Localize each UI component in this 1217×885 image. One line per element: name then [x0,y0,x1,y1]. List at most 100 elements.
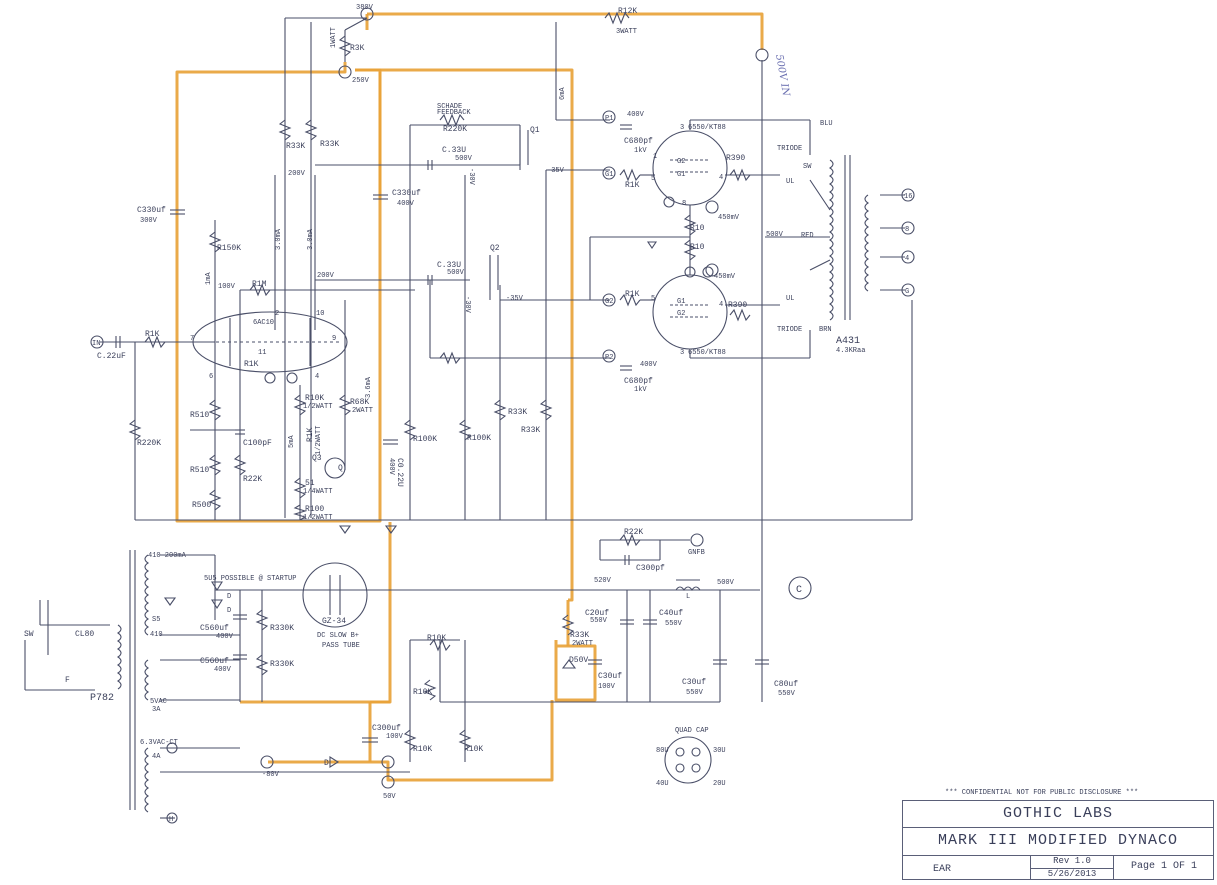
label-xfmr-imp: 4.3KRaa [836,347,865,355]
label-500v-1: 500V [455,155,473,163]
output-transformer-secondary [864,194,869,292]
label-r390-a: R390 [726,154,745,163]
label-neg35-2: -35V [506,295,524,303]
label-pin2: 2 [275,310,279,318]
label-100v: 100V [218,283,236,291]
label-pin4-b: 4 [719,301,723,309]
label-r33k-d: R33K [521,426,540,435]
label-5ma: 5mA [288,435,296,448]
label-c40uf: C40uf [659,609,683,618]
label-r10k-bot-a: R10K [413,745,432,754]
label-ul-b: UL [786,295,794,303]
label-r10-b: R10 [690,243,705,252]
label-pin5-b: 5 [651,295,655,303]
label-pin6: 6 [209,373,213,381]
label-r12k: R12K [618,7,637,16]
label-tube-bot: 6550/KT88 [688,349,726,357]
label-pin3-b: 3 [680,349,684,357]
label-r51-watt: 1/4WATT [303,488,332,496]
label-r33k-2w: R33K [570,631,589,640]
label-in: IN [92,340,100,348]
label-400v-mid: 400V [397,200,415,208]
resistor-symbols [128,11,751,751]
label-neg35-1: -35V [547,167,565,175]
label-c80uf: C80uf [774,680,798,689]
label-r51: 51 [305,479,315,488]
label-400v-p1: 400V [627,111,645,119]
label-pin11: 11 [258,349,266,357]
label-q2: Q2 [490,244,500,253]
zener-50v [561,659,577,669]
label-dc-slow: DC SLOW B+ [317,632,359,640]
label-p2: P2 [605,354,613,362]
label-q40: 40U [656,780,669,788]
label-200v-b: 200V [317,272,335,280]
label-r1m: R1M [252,280,267,289]
label-r150k: R150K [217,244,241,253]
label-g2-bot: G2 [677,310,685,318]
label-550v-a: 550V [590,617,608,625]
label-half-watt-a: 1/2WATT [303,403,332,411]
label-q3: Q3 [312,454,322,463]
label-r220k-top: R220K [443,125,467,134]
output-tube-bottom [652,274,728,350]
label-gz34: GZ-34 [322,617,346,626]
label-out16: 16 [904,193,912,201]
diode-startup-a [211,581,223,592]
label-1ma: 1mA [205,272,213,285]
label-d-c: D [324,759,329,768]
label-r1k-2w: R1K [306,427,315,442]
label-r10k-pot: R10K [427,634,446,643]
label-blu: BLU [820,120,833,128]
capacitor-symbols [115,124,769,743]
tube-6ac10 [192,311,348,373]
handwritten-500v-in: 500V IN [773,54,791,99]
label-red: RED [801,232,814,240]
label-r33k-2w-watt: 2WATT [572,640,593,648]
c-marker-label: C [796,585,802,596]
label-schade: SCHADE [437,103,462,111]
label-g2-top: G2 [677,158,685,166]
label-q1: Q1 [530,126,540,135]
label-r390-b: R390 [728,301,747,310]
confidential-notice: *** CONFIDENTIAL NOT FOR PUBLIC DISCLOSU… [945,789,1139,797]
company-name: GOTHIC LABS [903,801,1213,828]
label-c680-a: C680pf [624,137,653,146]
q3-transistor [324,457,346,479]
label-r3k: R3K [350,44,365,53]
label-r100k-b: R100K [467,434,491,443]
label-r1k-g2: R1K [625,290,640,299]
orange-highlight-path [175,12,764,782]
label-300v-left: 300V [140,217,158,225]
label-c33u-2: C.33U [437,261,461,270]
label-pin5-a: 5 [651,175,655,183]
title-block: GOTHIC LABS MARK III MODIFIED DYNACO EAR… [902,800,1214,880]
label-5vac: 5VAC [150,698,167,706]
label-r330k-a: R330K [270,624,294,633]
label-3a: 3A [152,706,161,714]
label-r3k-watt: 1WATT [330,27,338,48]
label-3ma-b: 3.0mA [307,228,315,250]
label-cl80: CL80 [75,630,94,639]
power-transformer-6v [144,747,149,813]
label-s5: S5 [152,616,160,624]
label-pin4-a: 4 [719,174,723,182]
label-triode-b: TRIODE [777,326,802,334]
label-out8: 8 [905,226,909,234]
label-c30uf-b: C30uf [682,678,706,687]
label-c330uf-left: C330uf [137,206,166,215]
output-tube-top [652,130,728,206]
project-title: MARK III MODIFIED DYNACO [903,827,1213,856]
label-c100pf: C100pF [243,439,272,448]
label-3-6ma: 3.6mA [365,376,373,398]
label-gnfb: GNFB [688,549,705,557]
label-520v: 520V [594,577,612,585]
label-r1k-in: R1K [145,330,160,339]
label-tube-top: 6550/KT88 [688,124,726,132]
label-r1k-grid: R1K [244,360,259,369]
label-100v-c300: 100V [386,733,404,741]
revision-date: 5/26/2013 [1047,869,1097,879]
label-r10k-bot-b: R10K [464,745,483,754]
label-400v-p2: 400V [640,361,658,369]
label-r68k-watt: 2WATT [352,407,373,415]
